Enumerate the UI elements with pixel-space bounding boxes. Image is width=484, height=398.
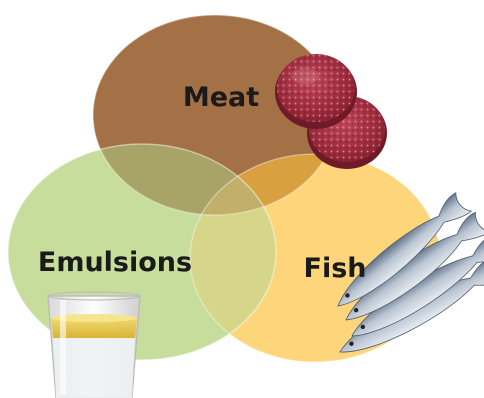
label-meat: Meat: [183, 82, 259, 113]
label-emulsions: Emulsions: [38, 247, 192, 278]
label-fish: Fish: [304, 253, 367, 284]
oil-water-glass-image: [48, 292, 140, 398]
